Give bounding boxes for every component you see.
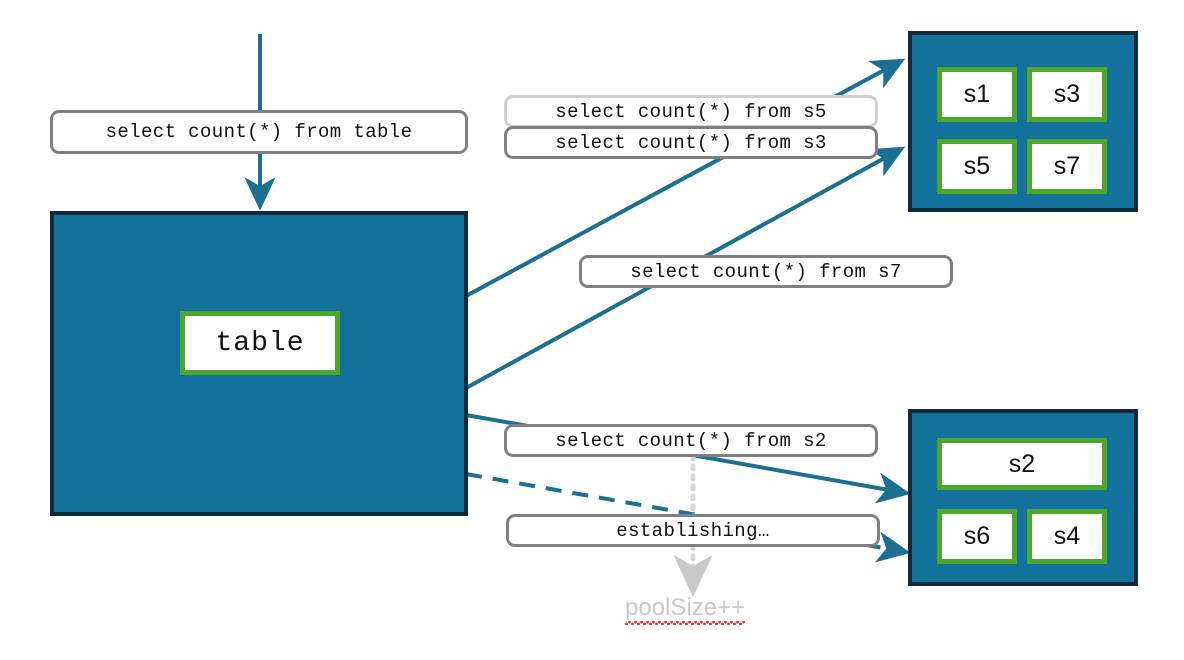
server-node-s3[interactable]: s3 (1027, 67, 1107, 122)
server-node-s6[interactable]: s6 (937, 509, 1017, 564)
server-node-s2[interactable]: s2 (937, 438, 1107, 490)
label-query-from-s3[interactable]: select count(*) from s3 (504, 126, 878, 159)
label-query-from-s7[interactable]: select count(*) from s7 (579, 255, 953, 288)
label-query-from-s5[interactable]: select count(*) from s5 (504, 95, 878, 128)
label-query-from-table[interactable]: select count(*) from table (50, 110, 468, 154)
arrow-table-establishing-dashed (465, 472, 911, 563)
server-node-s1[interactable]: s1 (937, 67, 1017, 122)
annotation-pool-size-text: poolSize++ (625, 594, 746, 621)
label-establishing[interactable]: establishing… (506, 514, 880, 547)
spellcheck-underline (625, 621, 746, 625)
server-node-s4[interactable]: s4 (1027, 509, 1107, 564)
server-node-s7[interactable]: s7 (1027, 139, 1107, 194)
table-node[interactable]: table (180, 311, 340, 375)
label-query-from-s2[interactable]: select count(*) from s2 (504, 424, 878, 457)
server-node-s5[interactable]: s5 (937, 139, 1017, 194)
annotation-pool-size: poolSize++ (625, 594, 746, 625)
